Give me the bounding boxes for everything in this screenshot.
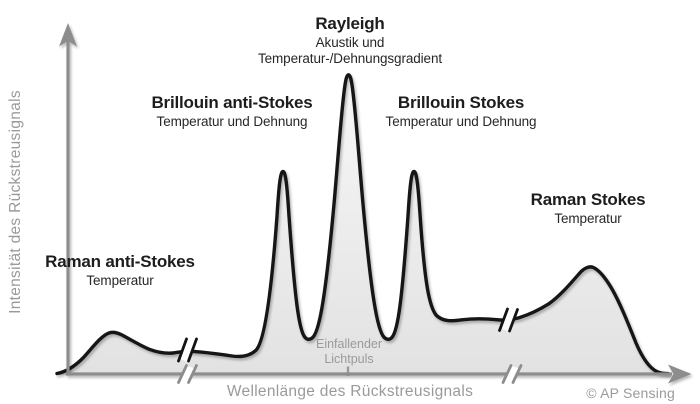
curve-break-left [177, 337, 198, 363]
incident-pulse-line2: Lichtpuls [324, 351, 374, 366]
spectrum-area-fill [57, 74, 668, 375]
copyright-note: © AP Sensing [586, 385, 675, 401]
x-axis-label: Wellenlänge des Rückstreusignals [226, 383, 474, 400]
x-axis-break-right [501, 364, 523, 384]
incident-pulse-line1: Einfallender [315, 337, 383, 351]
y-axis-arrow [59, 23, 77, 47]
x-axis-break-left [177, 364, 198, 384]
incident-pulse-label: Einfallender Lichtpuls [316, 337, 382, 366]
y-axis-label: Intensität des Rückstreusignals [7, 90, 24, 314]
curve-break-right [498, 307, 519, 333]
axes [59, 23, 692, 384]
x-axis-arrow [668, 364, 692, 384]
